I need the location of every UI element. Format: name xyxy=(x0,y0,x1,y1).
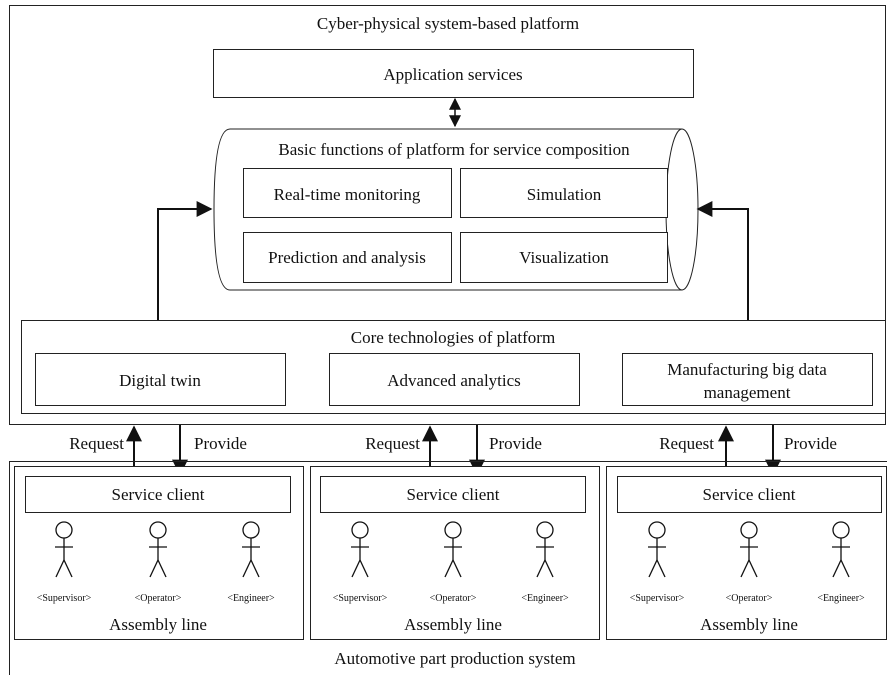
assembly-line-1 xyxy=(14,466,304,640)
core-to-functions-arrow-right xyxy=(696,201,749,320)
role-operator-3: <Operator> xyxy=(726,593,773,604)
function-box-prediction xyxy=(243,232,452,283)
core-tech-analytics-box xyxy=(329,353,580,406)
actor-icon xyxy=(536,521,554,578)
role-supervisor-2: <Supervisor> xyxy=(333,593,388,604)
request-label-1: Request xyxy=(69,434,124,453)
application-services-label: Application services xyxy=(383,65,522,84)
role-supervisor-3: <Supervisor> xyxy=(630,593,685,604)
assembly-line-label-3: Assembly line xyxy=(700,615,798,634)
function-prediction-analysis: Prediction and analysis xyxy=(268,248,426,267)
role-engineer-1: <Engineer> xyxy=(227,593,275,604)
core-to-functions-arrow-left xyxy=(157,201,213,320)
actor-icon xyxy=(444,521,462,578)
core-tech-digital-twin: Digital twin xyxy=(119,371,201,390)
core-tech-digital-twin-box xyxy=(35,353,286,406)
role-operator-1: <Operator> xyxy=(135,593,182,604)
role-operator-2: <Operator> xyxy=(430,593,477,604)
core-tech-bigdata-line1: Manufacturing big data xyxy=(667,360,827,379)
provide-label-2: Provide xyxy=(489,434,542,453)
production-system-label: Automotive part production system xyxy=(334,649,575,668)
request-label-3: Request xyxy=(659,434,714,453)
service-client-box-2 xyxy=(320,476,586,513)
core-tech-bigdata-line2: management xyxy=(704,383,791,402)
production-system-frame xyxy=(9,461,887,675)
service-client-box-3 xyxy=(617,476,882,513)
role-engineer-3: <Engineer> xyxy=(817,593,865,604)
provide-label-3: Provide xyxy=(784,434,837,453)
request-label-2: Request xyxy=(365,434,420,453)
assembly-line-2 xyxy=(310,466,600,640)
role-supervisor-1: <Supervisor> xyxy=(37,593,92,604)
actor-icon xyxy=(832,521,850,578)
actor-icon xyxy=(149,521,167,578)
function-box-simulation xyxy=(460,168,668,218)
service-client-label-2: Service client xyxy=(407,485,500,504)
actor-icon xyxy=(242,521,260,578)
function-box-realtime xyxy=(243,168,452,218)
role-engineer-2: <Engineer> xyxy=(521,593,569,604)
actor-icon xyxy=(648,521,666,578)
service-client-box-1 xyxy=(25,476,291,513)
platform-frame xyxy=(9,5,886,425)
provide-label-1: Provide xyxy=(194,434,247,453)
assembly-line-label-1: Assembly line xyxy=(109,615,207,634)
core-tech-bigdata-box xyxy=(622,353,873,406)
service-client-label-3: Service client xyxy=(703,485,796,504)
function-simulation: Simulation xyxy=(527,185,602,204)
function-realtime-monitoring: Real-time monitoring xyxy=(274,185,421,204)
core-technologies-title: Core technologies of platform xyxy=(351,328,555,347)
assembly-line-label-2: Assembly line xyxy=(404,615,502,634)
application-services-box xyxy=(213,49,694,98)
platform-title: Cyber-physical system-based platform xyxy=(317,14,579,33)
actor-icon xyxy=(55,521,73,578)
basic-functions-title: Basic functions of platform for service … xyxy=(278,140,630,159)
service-client-label-1: Service client xyxy=(112,485,205,504)
actor-icon xyxy=(740,521,758,578)
assembly-line-3 xyxy=(606,466,887,640)
function-visualization: Visualization xyxy=(519,248,609,267)
function-box-visualization xyxy=(460,232,668,283)
actor-icon xyxy=(351,521,369,578)
core-tech-advanced-analytics: Advanced analytics xyxy=(387,371,521,390)
